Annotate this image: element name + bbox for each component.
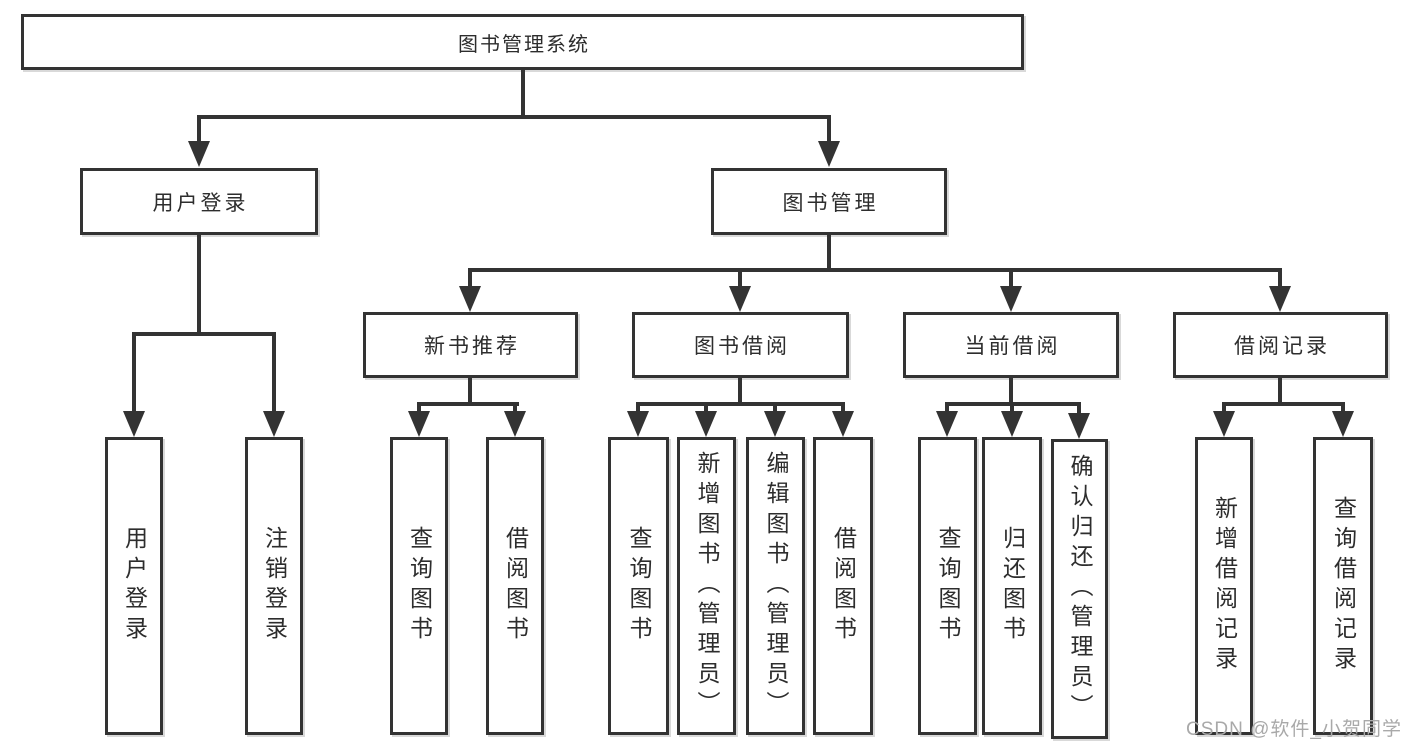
connector-drop-book-management bbox=[827, 115, 831, 145]
arrowhead-br-add-icon bbox=[1213, 411, 1235, 437]
leaf-newbook-query: 查询图书 bbox=[390, 437, 448, 735]
connector-newbook-stem bbox=[468, 378, 472, 406]
csdn-watermark: CSDN @软件_小贺同学 bbox=[1186, 719, 1402, 740]
connector-drop-bb-edit bbox=[773, 402, 777, 414]
arrowhead-cb-confirm-icon bbox=[1068, 413, 1090, 439]
node-book-borrowing: 图书借阅 bbox=[632, 312, 849, 378]
node-current-borrowing: 当前借阅 bbox=[903, 312, 1119, 378]
node-root: 图书管理系统 bbox=[21, 14, 1024, 70]
leaf-logout: 注销登录 bbox=[245, 437, 303, 735]
leaf-bb-borrow: 借阅图书 bbox=[813, 437, 873, 735]
arrowhead-cb-query-icon bbox=[936, 411, 958, 437]
connector-drop-br-add bbox=[1222, 402, 1226, 414]
leaf-newbook-borrow-label: 借阅图书 bbox=[502, 526, 529, 646]
connector-root-stem bbox=[521, 69, 525, 117]
arrowhead-book-management-icon bbox=[818, 141, 840, 167]
leaf-cb-confirm-admin-label: 确认归还（管理员） bbox=[1067, 454, 1093, 724]
connector-drop-bb-borrow bbox=[841, 402, 845, 414]
node-new-book-recommend: 新书推荐 bbox=[363, 312, 578, 378]
arrowhead-newbook-icon bbox=[459, 286, 481, 312]
arrowhead-bb-add-icon bbox=[695, 411, 717, 437]
connector-drop-bookborrow bbox=[738, 268, 742, 290]
connector-drop-leaf-logout bbox=[272, 332, 276, 414]
connector-drop-cb-return bbox=[1010, 402, 1014, 414]
leaf-cb-query: 查询图书 bbox=[918, 437, 977, 735]
node-book-management-label: 图书管理 bbox=[782, 191, 879, 215]
leaf-br-add-record: 新增借阅记录 bbox=[1195, 437, 1253, 735]
connector-drop-cb-confirm bbox=[1077, 402, 1081, 414]
arrowhead-nb-query-icon bbox=[408, 411, 430, 437]
node-user-login-label: 用户登录 bbox=[152, 191, 249, 215]
arrowhead-bb-query-icon bbox=[627, 411, 649, 437]
arrowhead-bb-edit-icon bbox=[764, 411, 786, 437]
connector-userlogin-bus bbox=[132, 332, 276, 336]
connector-drop-currentborrow bbox=[1009, 268, 1013, 290]
connector-bookmgmt-stem bbox=[827, 235, 831, 270]
arrowhead-user-login-icon bbox=[188, 141, 210, 167]
connector-currentborrow-stem2 bbox=[1009, 378, 1013, 406]
connector-bookborrow-stem2 bbox=[738, 378, 742, 406]
node-root-label: 图书管理系统 bbox=[458, 33, 590, 56]
connector-drop-newbook bbox=[468, 268, 472, 290]
leaf-user-login: 用户登录 bbox=[105, 437, 163, 735]
connector-drop-nb-borrow bbox=[513, 402, 517, 414]
arrowhead-borrowrecord-icon bbox=[1269, 286, 1291, 312]
arrowhead-leaf-logout-icon bbox=[263, 411, 285, 437]
leaf-bb-edit-admin-label: 编辑图书（管理员） bbox=[763, 451, 789, 721]
leaf-bb-query: 查询图书 bbox=[608, 437, 669, 735]
connector-drop-nb-query bbox=[417, 402, 421, 414]
connector-drop-user-login bbox=[197, 115, 201, 145]
leaf-bb-borrow-label: 借阅图书 bbox=[830, 526, 857, 646]
arrowhead-currentborrow-icon bbox=[1000, 286, 1022, 312]
node-current-borrowing-label: 当前借阅 bbox=[964, 335, 1061, 358]
connector-borrowrecord-bus bbox=[1222, 402, 1345, 406]
arrowhead-bookborrow-icon bbox=[729, 286, 751, 312]
arrowhead-nb-borrow-icon bbox=[504, 411, 526, 437]
leaf-br-query-record: 查询借阅记录 bbox=[1313, 437, 1373, 735]
leaf-br-query-record-label: 查询借阅记录 bbox=[1330, 496, 1357, 676]
arrowhead-bb-borrow-icon bbox=[832, 411, 854, 437]
connector-bookborrow-bus bbox=[636, 402, 845, 406]
connector-drop-bb-query bbox=[636, 402, 640, 414]
leaf-cb-return-label: 归还图书 bbox=[999, 526, 1026, 646]
connector-borrowrecord-stem2 bbox=[1278, 378, 1282, 406]
leaf-bb-edit-admin: 编辑图书（管理员） bbox=[746, 437, 805, 735]
leaf-bb-query-label: 查询图书 bbox=[626, 526, 652, 646]
leaf-cb-confirm-admin: 确认归还（管理员） bbox=[1051, 439, 1108, 739]
leaf-logout-label: 注销登录 bbox=[261, 526, 288, 646]
connector-drop-borrowrecord bbox=[1278, 268, 1282, 290]
connector-drop-br-query bbox=[1341, 402, 1345, 414]
leaf-newbook-query-label: 查询图书 bbox=[406, 526, 433, 646]
leaf-user-login-label: 用户登录 bbox=[121, 526, 148, 646]
connector-drop-cb-query bbox=[945, 402, 949, 414]
leaf-br-add-record-label: 新增借阅记录 bbox=[1211, 496, 1238, 676]
arrowhead-leaf-login-icon bbox=[123, 411, 145, 437]
leaf-bb-add-admin: 新增图书（管理员） bbox=[677, 437, 736, 735]
node-book-borrowing-label: 图书借阅 bbox=[694, 335, 790, 358]
leaf-bb-add-admin-label: 新增图书（管理员） bbox=[694, 451, 720, 721]
connector-drop-bb-add bbox=[704, 402, 708, 414]
node-borrowing-records-label: 借阅记录 bbox=[1234, 335, 1330, 358]
leaf-newbook-borrow: 借阅图书 bbox=[486, 437, 544, 735]
arrowhead-cb-return-icon bbox=[1001, 411, 1023, 437]
connector-bookmgmt-bus bbox=[468, 268, 1281, 272]
connector-root-bus bbox=[197, 115, 831, 119]
connector-userlogin-stem bbox=[197, 235, 201, 334]
node-borrowing-records: 借阅记录 bbox=[1173, 312, 1388, 378]
arrowhead-br-query-icon bbox=[1332, 411, 1354, 437]
node-user-login: 用户登录 bbox=[80, 168, 318, 235]
leaf-cb-return: 归还图书 bbox=[982, 437, 1042, 735]
node-new-book-recommend-label: 新书推荐 bbox=[424, 335, 520, 358]
leaf-cb-query-label: 查询图书 bbox=[935, 526, 961, 646]
connector-drop-leaf-login bbox=[132, 332, 136, 414]
node-book-management: 图书管理 bbox=[711, 168, 947, 235]
connector-newbook-bus bbox=[417, 402, 519, 406]
